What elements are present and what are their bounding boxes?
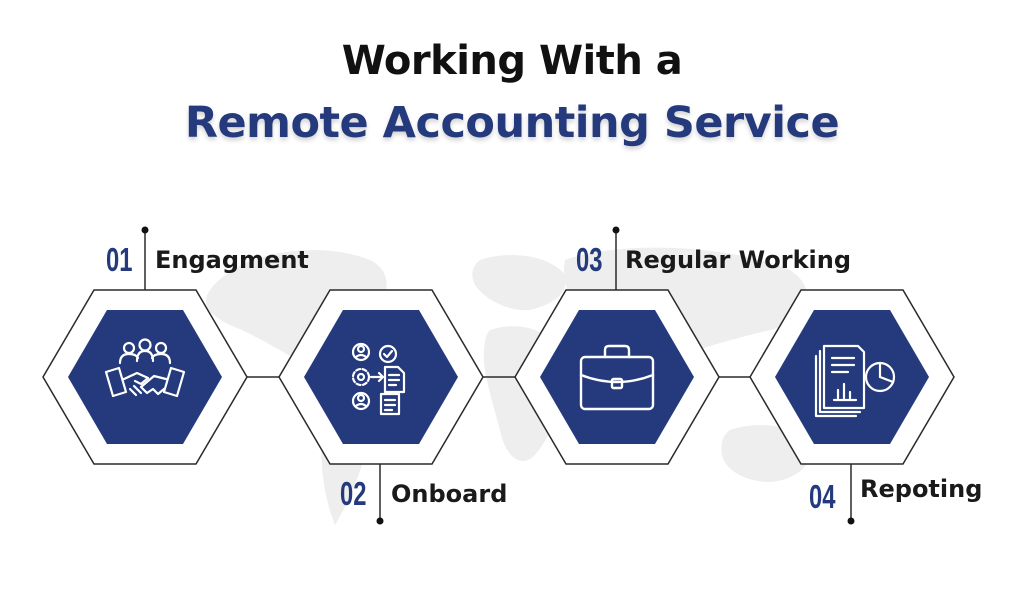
report-documents-icon [814,344,896,418]
step-number-2: 02 [340,475,367,512]
step-number-4: 04 [809,478,836,515]
leader-line-02 [376,464,384,525]
step-label-2: Onboard [391,480,508,508]
step-number-1: 01 [106,241,133,278]
step-hexagon-3 [514,289,720,465]
step-hexagon-1 [42,289,248,465]
briefcase-icon [579,344,655,411]
leader-line-03 [612,226,620,290]
step-label-3: Regular Working [625,246,852,274]
leader-line-04 [847,464,855,525]
step-label-1: Engagment [155,246,309,274]
step-number-3: 03 [576,241,603,278]
title-line-1: Working With a [341,38,683,84]
leader-line-01 [141,226,149,290]
step-hexagon-4 [749,289,955,465]
onboarding-process-icon [351,342,406,416]
step-label-4: Repoting [860,475,983,503]
title-line-2: Remote Accounting Service [184,98,840,148]
step-hexagon-2 [278,289,484,465]
handshake-team-icon [104,338,186,398]
